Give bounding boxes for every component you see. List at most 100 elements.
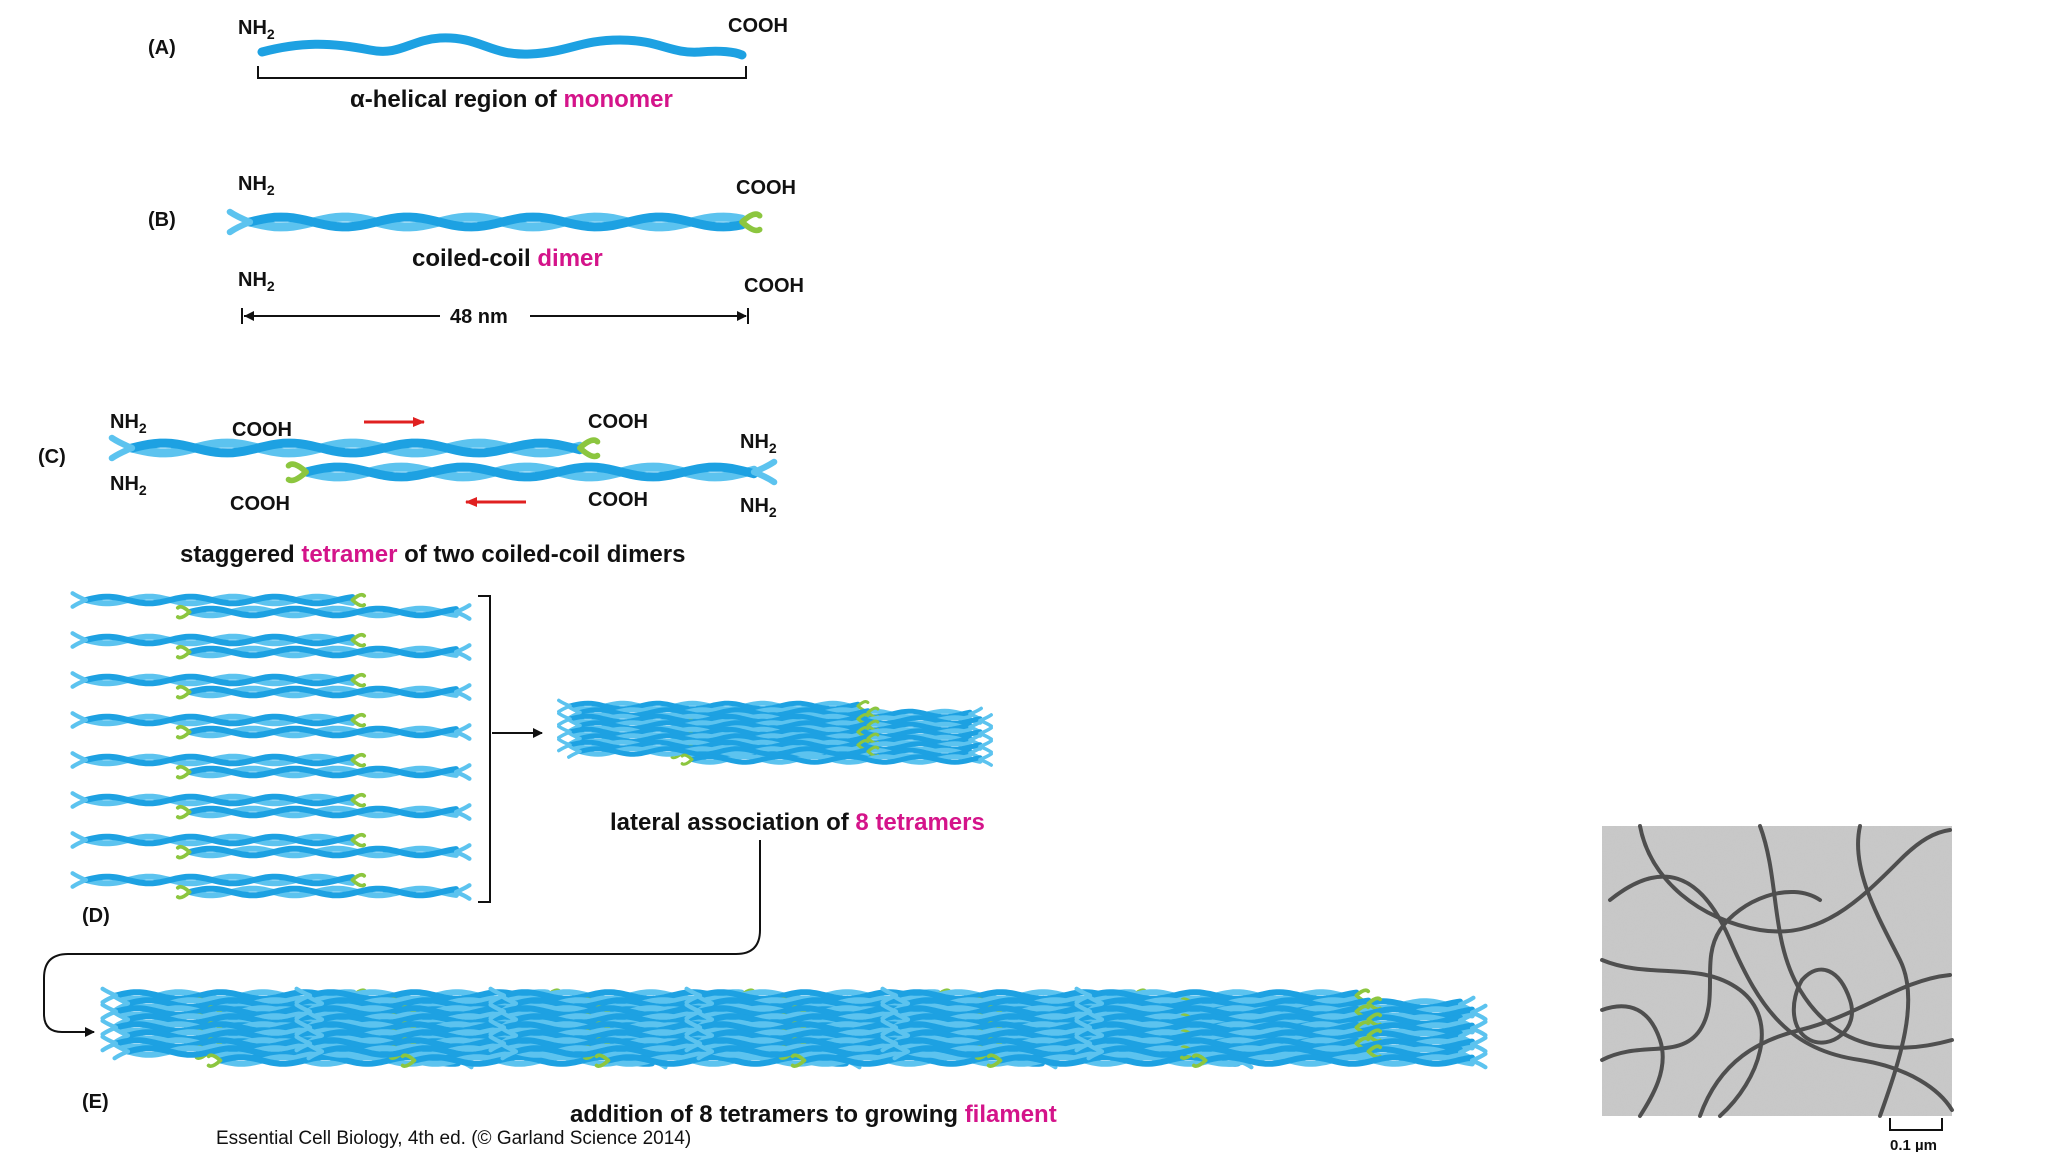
- dimer-n-terminus: [892, 1042, 911, 1061]
- electron-micrograph: 0.1 µm: [1600, 824, 1954, 1152]
- panel-c-nh2-top-right-label: NH2: [740, 431, 777, 456]
- dimer-c-terminus: [175, 684, 192, 700]
- dimer-c-terminus: [350, 832, 367, 848]
- dimer-n-terminus: [453, 843, 472, 861]
- dimer-n-terminus: [70, 871, 89, 889]
- dimer-c-terminus: [790, 1053, 807, 1069]
- dimer-strand-dark: [567, 713, 861, 725]
- panel-d: lateral association of 8 tetramers (D): [43, 591, 993, 1037]
- dimer-strand-dark: [1087, 1005, 1360, 1018]
- dimer-n-terminus: [453, 603, 472, 621]
- dimer-c-terminus: [739, 211, 763, 234]
- dimer-c-terminus: [1191, 1053, 1208, 1069]
- dimer-strand-dark: [186, 605, 459, 619]
- dimer-strand-dark: [83, 873, 356, 887]
- dimer-strand-dark: [567, 726, 861, 738]
- dimer-strand-dark: [1087, 1021, 1360, 1034]
- dimer-strand-dark: [186, 885, 459, 899]
- panel-b-cooh-top-label: COOH: [736, 177, 796, 199]
- dimer-c-terminus: [350, 672, 367, 688]
- dimer-n-terminus: [750, 458, 778, 486]
- staggered-tetramer: [108, 434, 778, 486]
- panel-c-caption: staggered tetramer of two coiled-coil di…: [180, 541, 685, 568]
- dimer-strand-dark: [301, 462, 759, 482]
- tetramer: [567, 744, 993, 767]
- dimer-strand-dark: [83, 633, 356, 647]
- dimer-strand-dark: [83, 833, 356, 847]
- dimer-strand-dark: [83, 593, 356, 607]
- dimer-c-terminus: [175, 644, 192, 660]
- dimer-n-terminus: [453, 683, 472, 701]
- dimer-c-terminus: [175, 804, 192, 820]
- figure-credit: Essential Cell Biology, 4th ed. (© Garla…: [216, 1128, 691, 1149]
- dimer-strand-dark: [186, 845, 459, 859]
- panel-c-cooh-top-right-label: COOH: [588, 411, 648, 433]
- dimer-c-terminus: [175, 724, 192, 740]
- tetramer: [70, 631, 472, 661]
- monomer-alpha-helix: [257, 33, 747, 60]
- dimer-n-terminus: [70, 631, 89, 649]
- panel-b-cooh-bottom-label: COOH: [744, 275, 804, 297]
- panel-c-cooh-bottom-left-label: COOH: [230, 493, 290, 515]
- dimer-n-terminus: [453, 763, 472, 781]
- dimer-n-terminus: [1086, 1042, 1105, 1061]
- dimer-c-terminus: [206, 1053, 223, 1069]
- dimer-c-terminus: [350, 712, 367, 728]
- dimer-strand-dark: [83, 753, 356, 767]
- dimer-n-terminus: [453, 643, 472, 661]
- tetramer-stack-bracket: [478, 595, 491, 903]
- dimer-strand-dark: [83, 793, 356, 807]
- tetramer: [1086, 1042, 1488, 1070]
- panel-c-cooh-bottom-right-label: COOH: [588, 489, 648, 511]
- dimer-c-terminus: [594, 1053, 611, 1069]
- panel-c-label: (C): [38, 446, 66, 468]
- dimer-n-terminus: [500, 1042, 519, 1061]
- dimer-n-terminus: [453, 723, 472, 741]
- dimer-c-terminus: [175, 764, 192, 780]
- dimer-n-terminus: [453, 803, 472, 821]
- dimer-n-terminus: [112, 1042, 131, 1061]
- tetramer: [70, 711, 472, 741]
- dimer-strand-dark: [186, 765, 459, 779]
- dimer-n-terminus: [696, 1042, 715, 1061]
- panel-a-caption: α-helical region of monomer: [350, 86, 673, 113]
- tetramer: [108, 434, 778, 486]
- dimer-c-terminus: [350, 792, 367, 808]
- eight-tetramers-stack: [70, 591, 472, 901]
- tetramer: [70, 671, 472, 701]
- dimer-n-terminus: [70, 591, 89, 609]
- panel-a: (A) NH2 COOH α-helical region of monomer: [148, 15, 788, 113]
- unit-length-filament: [557, 698, 993, 767]
- dimer-c-terminus: [350, 632, 367, 648]
- dimer-strand-dark: [1099, 1045, 1372, 1058]
- filament-segment: [1074, 986, 1488, 1070]
- dimer-n-terminus: [70, 831, 89, 849]
- panel-b-caption: coiled-coil dimer: [412, 245, 603, 272]
- coiled-coil-dimer: [226, 208, 763, 236]
- dimer-n-terminus: [70, 711, 89, 729]
- length-label: 48 nm: [450, 306, 508, 328]
- tetramer: [70, 831, 472, 861]
- dimer-n-terminus: [226, 208, 254, 236]
- length-arrowhead-left: [244, 311, 254, 321]
- dimer-strand-dark: [997, 1054, 1241, 1067]
- panel-b: (B) NH2 COOH coiled-coil dimer NH2 COOH …: [148, 173, 804, 328]
- dimer-n-terminus: [978, 752, 993, 767]
- dimer-n-terminus: [567, 744, 582, 759]
- dimer-c-terminus: [577, 437, 601, 460]
- panel-a-nh2-label: NH2: [238, 17, 275, 42]
- panel-e: (E) addition of 8 tetramers to growing f…: [82, 986, 1488, 1128]
- dimer-strand-dark: [567, 700, 861, 712]
- panel-c-nh2-top-left-label: NH2: [110, 411, 147, 436]
- panel-e-caption: addition of 8 tetramers to growing filam…: [570, 1101, 1057, 1128]
- dimer-strand-dark: [186, 725, 459, 739]
- dimer-n-terminus: [108, 434, 136, 462]
- dimer-strand-dark: [567, 739, 861, 751]
- dimer-c-terminus: [285, 461, 309, 484]
- elongation-arrow: [43, 840, 761, 1037]
- dimer-strand-dark: [1202, 1054, 1475, 1067]
- panel-c-nh2-bottom-right-label: NH2: [740, 495, 777, 520]
- dimer-c-terminus: [350, 592, 367, 608]
- tetramer: [70, 751, 472, 781]
